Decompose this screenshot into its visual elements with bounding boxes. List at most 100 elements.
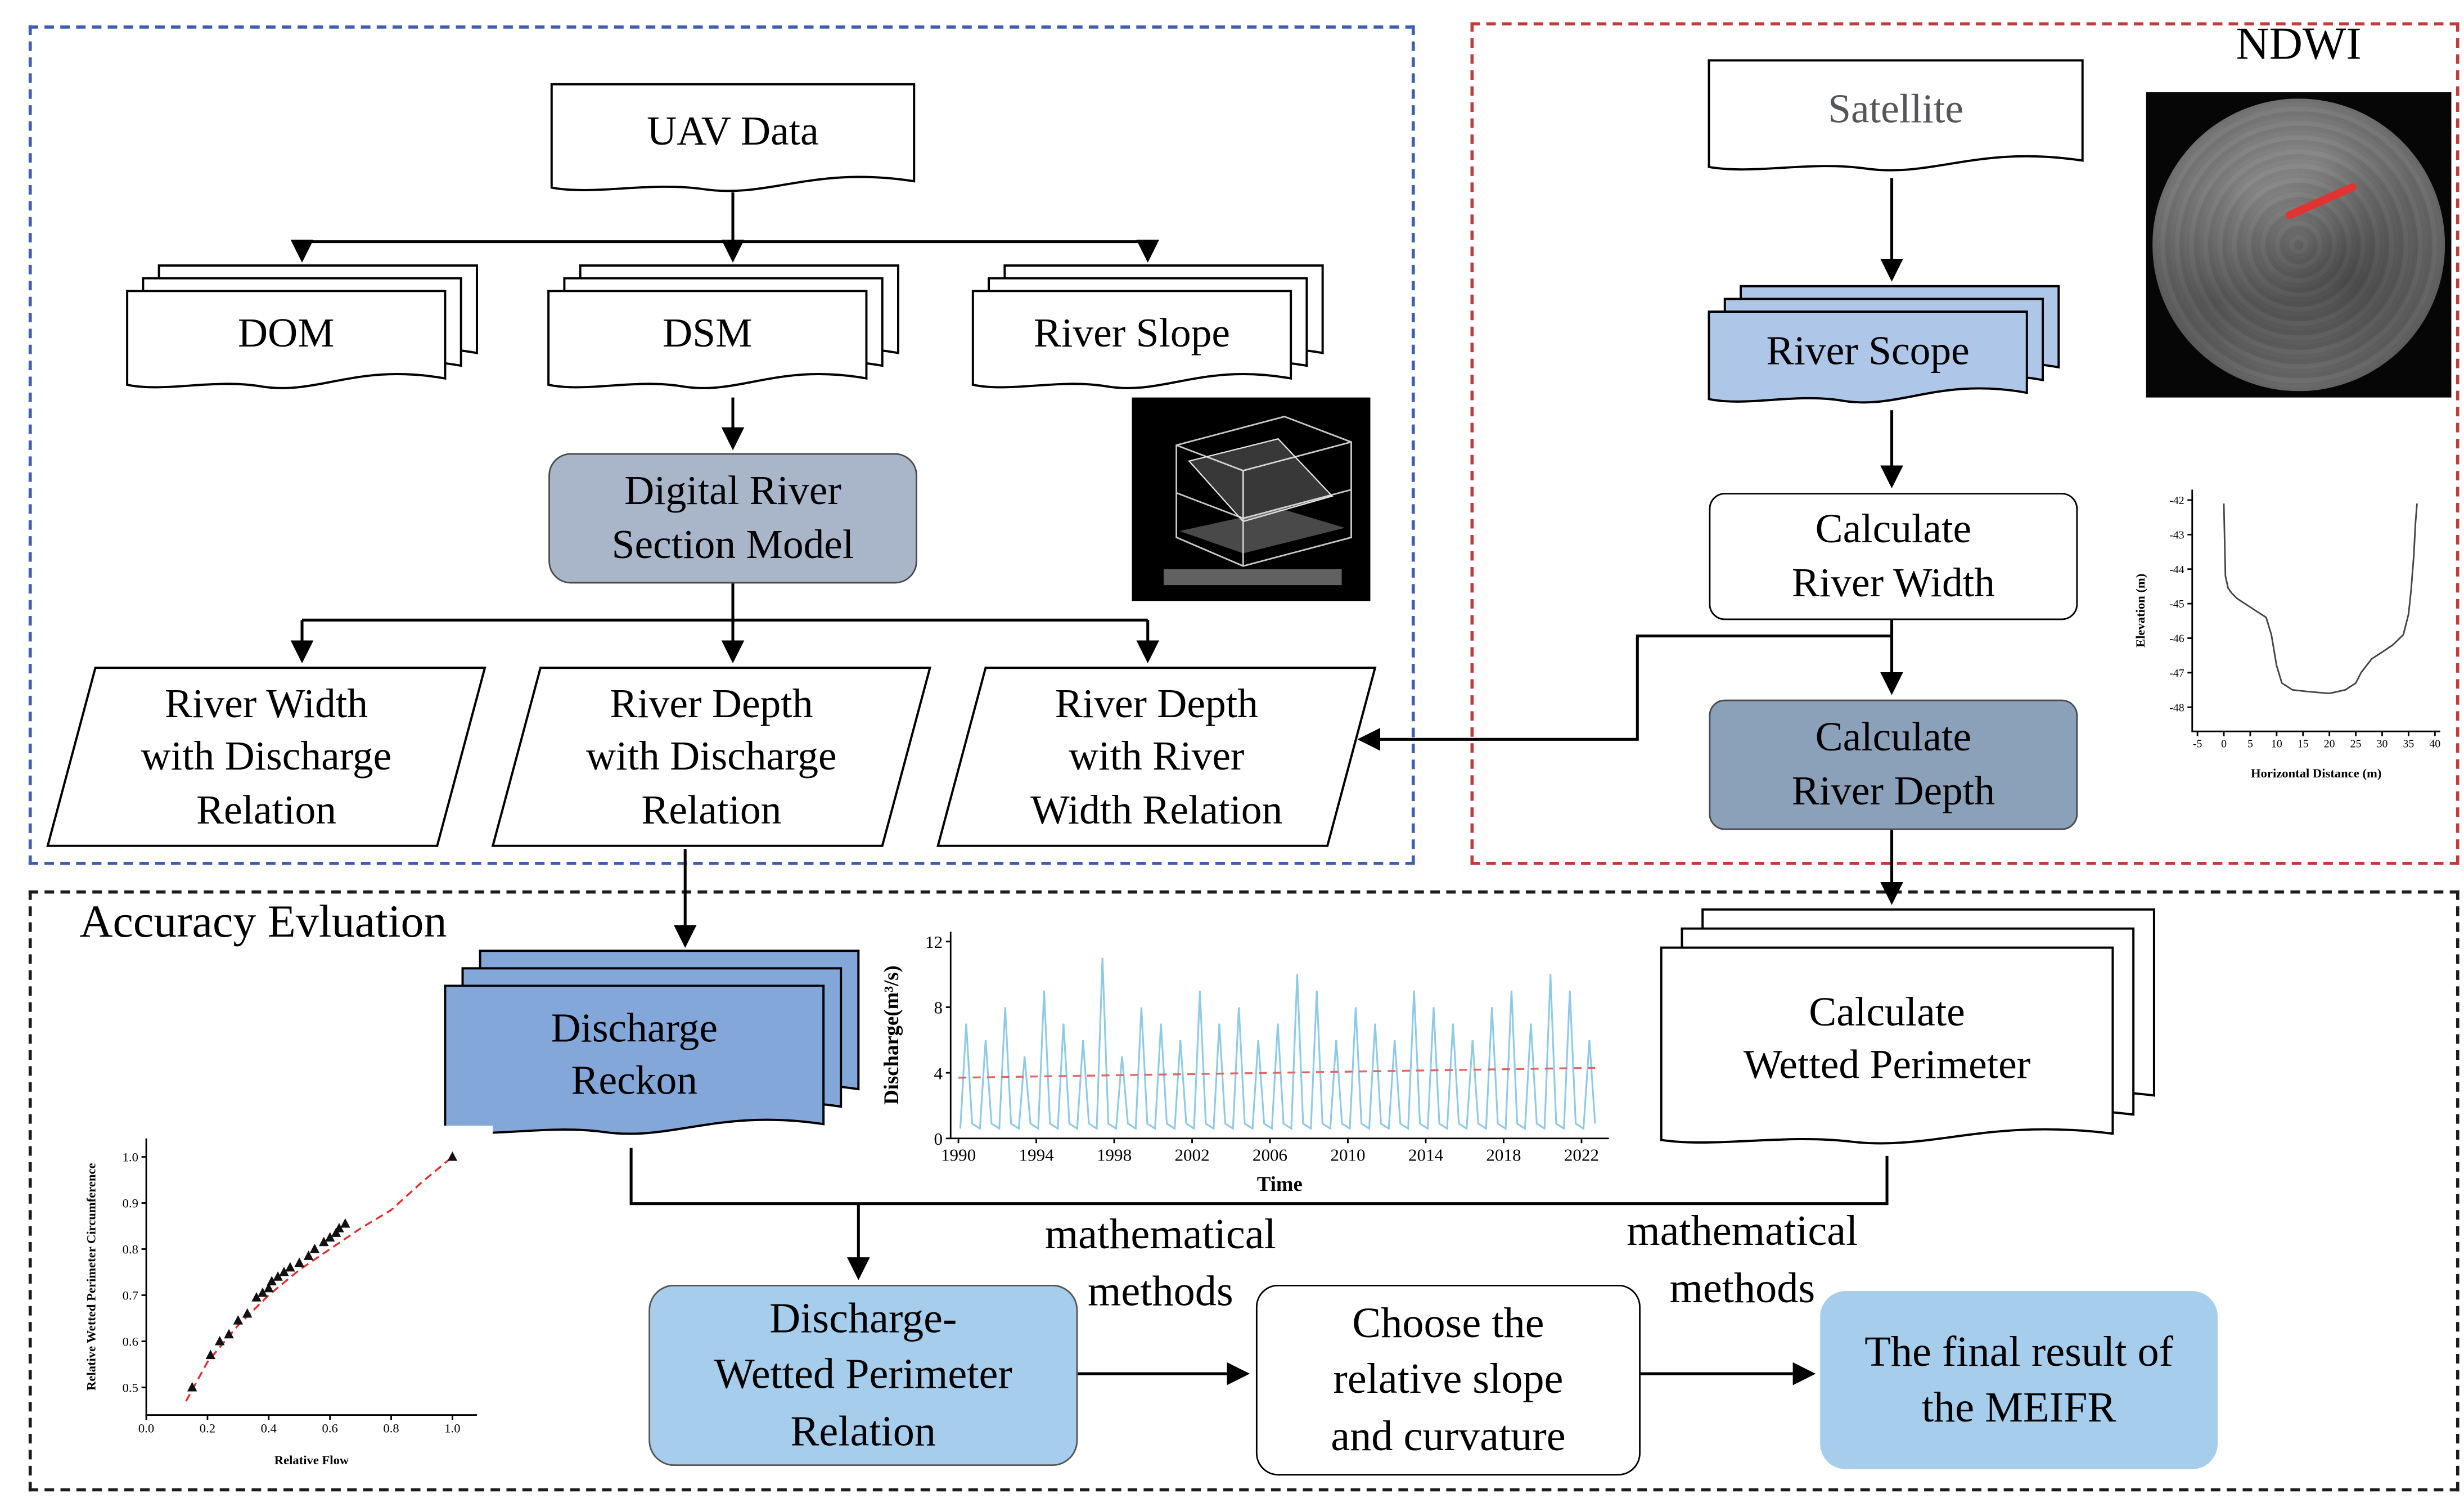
discharge-reckon-node: Discharge Reckon [444, 950, 862, 1154]
accuracy-evaluation-title: Accuracy Evluation [79, 897, 447, 948]
svg-text:1994: 1994 [1019, 1145, 1054, 1164]
label-line: Relation [641, 786, 782, 833]
svg-text:-44: -44 [2169, 564, 2184, 576]
svg-text:1.0: 1.0 [123, 1150, 138, 1164]
label-line: Choose the [1352, 1299, 1544, 1348]
discharge-reckon-label: Discharge Reckon [445, 986, 823, 1122]
river-depth-width-parallelogram: River Depth with River Width Relation [936, 667, 1377, 847]
svg-text:10: 10 [2271, 737, 2282, 750]
label-line: with Discharge [141, 734, 392, 780]
digital-river-section-model-box: Digital River Section Model [548, 453, 917, 584]
choose-slope-curvature-box: Choose the relative slope and curvature [1255, 1284, 1641, 1475]
label-line: River Depth [1055, 681, 1258, 727]
ndwi-image [2146, 92, 2452, 398]
svg-text:-46: -46 [2169, 633, 2184, 645]
label-line: mathematical [1627, 1207, 1858, 1255]
svg-text:4: 4 [934, 1063, 943, 1083]
svg-text:12: 12 [925, 932, 943, 952]
river-scope-node: River Scope [1708, 285, 2061, 420]
stacked-documents-shape [1708, 285, 2060, 404]
label-line: with Discharge [586, 734, 837, 780]
svg-text:Horizontal Distance (m): Horizontal Distance (m) [2251, 766, 2381, 780]
svg-text:2014: 2014 [1408, 1145, 1444, 1164]
discharge-wetted-perimeter-relation-box: Discharge- Wetted Perimeter Relation [648, 1284, 1078, 1466]
svg-text:0.5: 0.5 [123, 1381, 138, 1395]
satellite-label: Satellite [1828, 86, 1963, 133]
svg-text:Elevation (m): Elevation (m) [2133, 574, 2147, 647]
label-line: Calculate [1815, 506, 1972, 552]
document-shape [550, 83, 916, 192]
svg-text:-47: -47 [2169, 667, 2184, 680]
svg-text:2022: 2022 [1564, 1145, 1599, 1164]
svg-text:15: 15 [2298, 737, 2309, 750]
dsm-node: DSM [547, 264, 901, 406]
svg-text:1998: 1998 [1097, 1145, 1132, 1164]
svg-text:0.4: 0.4 [261, 1421, 277, 1436]
svg-text:Time: Time [1257, 1172, 1303, 1195]
svg-text:30: 30 [2377, 737, 2388, 750]
svg-text:1990: 1990 [941, 1145, 976, 1164]
label-line: Width Relation [1030, 786, 1283, 833]
river-depth-discharge-parallelogram: River Depth with Discharge Relation [491, 667, 932, 847]
svg-text:0.6: 0.6 [123, 1335, 138, 1349]
label-line: relative slope [1333, 1355, 1564, 1403]
ndwi-satellite-circle [2152, 98, 2445, 392]
svg-text:-45: -45 [2169, 598, 2184, 610]
parallelogram-shape [936, 667, 1377, 847]
river-scope-label: River Scope [1766, 328, 1970, 375]
label-line: mathematical [1044, 1209, 1276, 1258]
svg-text:Discharge(m³/s): Discharge(m³/s) [880, 965, 903, 1105]
river-slope-label: River Slope [1033, 311, 1231, 357]
svg-text:2010: 2010 [1330, 1145, 1365, 1164]
label-line: methods [1088, 1267, 1233, 1316]
svg-text:35: 35 [2403, 737, 2415, 750]
svg-text:-43: -43 [2169, 529, 2184, 541]
svg-text:2018: 2018 [1486, 1145, 1521, 1164]
svg-text:0.7: 0.7 [123, 1289, 138, 1303]
calculate-wetted-perimeter-label: Calculate Wetted Perimeter [1661, 948, 2113, 1129]
calculate-river-depth-box: Calculate River Depth [1709, 699, 2078, 830]
river-width-discharge-label: River Width with Discharge Relation [48, 668, 485, 846]
mathematical-methods-left: mathematical methods [998, 1205, 1323, 1321]
ndwi-title: NDWI [2236, 19, 2362, 70]
svg-text:0: 0 [2221, 737, 2227, 750]
river-width-discharge-parallelogram: River Width with Discharge Relation [46, 667, 487, 847]
svg-text:0.0: 0.0 [138, 1421, 154, 1436]
svg-text:5: 5 [2247, 737, 2253, 750]
svg-text:2002: 2002 [1174, 1145, 1209, 1164]
river-depth-width-label: River Depth with River Width Relation [938, 668, 1375, 846]
label-line: Relation [790, 1406, 936, 1454]
label-line: River Width [164, 681, 368, 727]
label-line: and curvature [1331, 1411, 1566, 1459]
parallelogram-shape [46, 667, 487, 847]
label-line: methods [1669, 1265, 1816, 1313]
label-line: Relation [196, 786, 336, 833]
label-line: Calculate [1815, 714, 1972, 761]
svg-text:Relative Wetted Perimeter Circ: Relative Wetted Perimeter Circumference [84, 1163, 98, 1391]
svg-text:25: 25 [2350, 737, 2362, 750]
label-line: Wetted Perimeter [1743, 1041, 2031, 1088]
mathematical-methods-right: mathematical methods [1583, 1202, 1901, 1318]
stacked-documents-shape [971, 264, 1324, 389]
calculate-river-width-box: Calculate River Width [1709, 493, 2078, 620]
uav-data-node: UAV Data [550, 83, 917, 205]
label-line: River Depth [1791, 768, 1995, 815]
parallelogram-shape [491, 667, 932, 847]
svg-text:-5: -5 [2193, 737, 2202, 750]
river-depth-discharge-label: River Depth with Discharge Relation [493, 668, 930, 846]
dom-label: DOM [238, 311, 335, 357]
svg-text:0.6: 0.6 [322, 1421, 338, 1436]
svg-text:8: 8 [934, 998, 943, 1018]
uav-data-label: UAV Data [647, 109, 819, 155]
label-line: Discharge [551, 1004, 718, 1051]
final-result-box: The final result of the MEIFR [1820, 1291, 2218, 1469]
svg-text:0.8: 0.8 [123, 1243, 138, 1257]
satellite-node: Satellite [1708, 59, 2085, 184]
dom-node: DOM [126, 264, 480, 406]
label-line: Wetted Perimeter [714, 1350, 1012, 1398]
svg-text:0.9: 0.9 [123, 1196, 138, 1211]
